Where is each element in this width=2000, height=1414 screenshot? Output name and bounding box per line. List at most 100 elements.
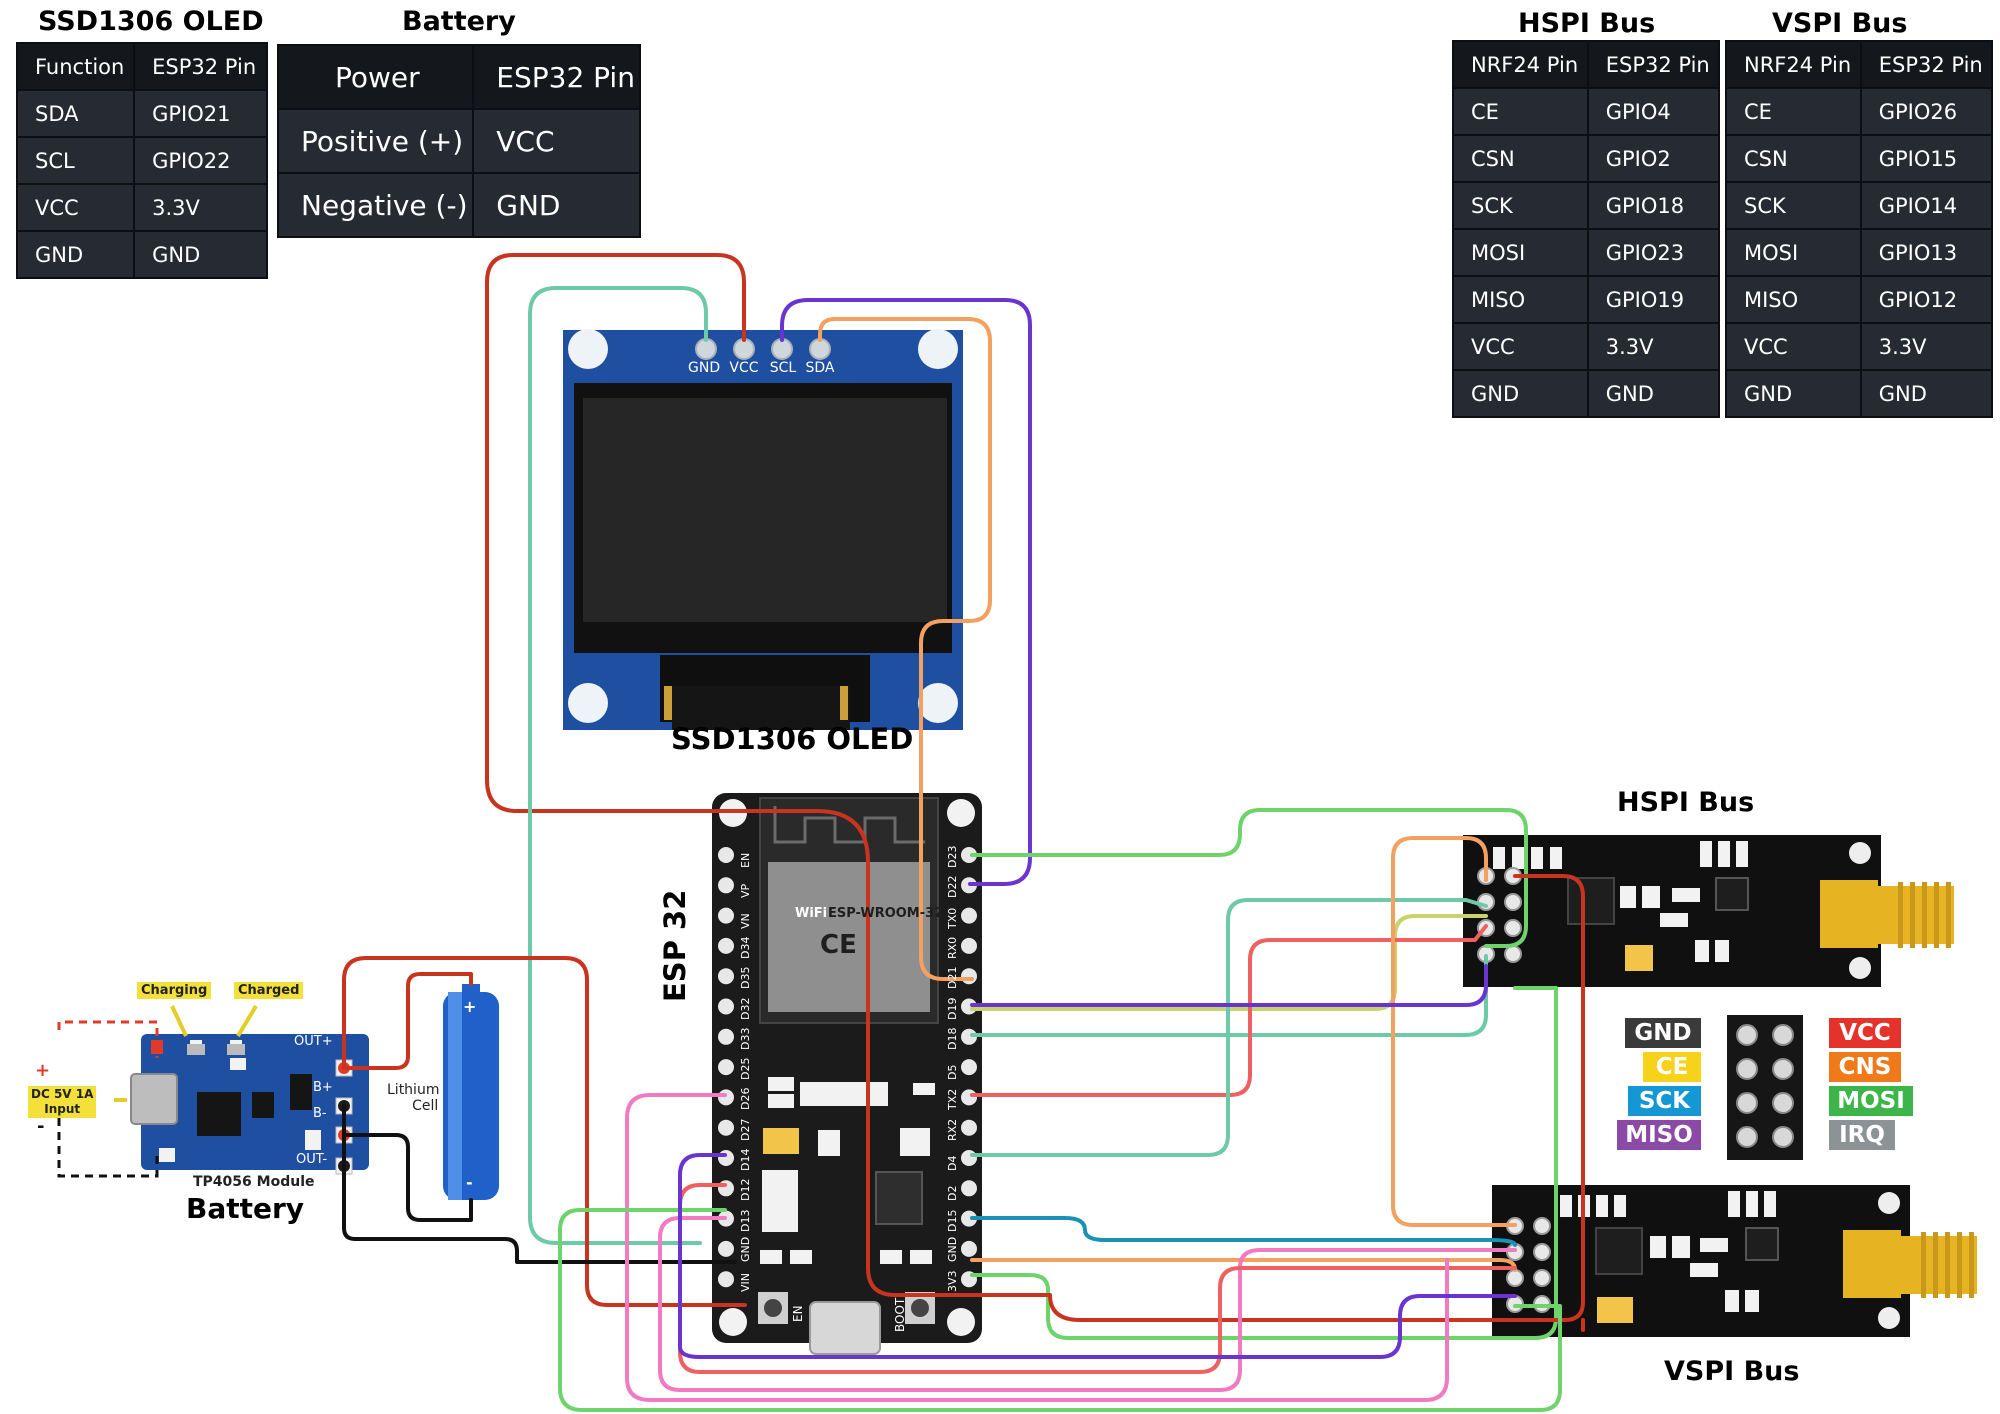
table-cell: SDA	[18, 91, 136, 138]
oled-module	[563, 329, 963, 730]
tp4056-label: TP4056 Module	[193, 1174, 315, 1190]
table-cell: MOSI	[1727, 230, 1862, 277]
esp32-pin-d18	[961, 1028, 977, 1045]
battery-pin-table: Power ESP32 Pin Positive (+)VCC Negative…	[277, 44, 641, 238]
wire-bat-black	[342, 1104, 737, 1264]
esp32-pin-label: D5	[946, 1064, 959, 1081]
table-header-row: Power ESP32 Pin	[279, 46, 639, 110]
esp32-pin-tx0	[961, 907, 977, 924]
esp32-pin-label: D15	[946, 1209, 959, 1232]
oled-mount-hole-tl	[568, 329, 608, 369]
oled-pin-label-scl: SCL	[769, 360, 797, 376]
table-header-row: NRF24 Pin ESP32 Pin	[1727, 42, 1991, 89]
wire-v-gnd	[558, 1208, 1562, 1412]
esp32-pin-d35	[718, 968, 734, 985]
esp32-pin-label: D34	[739, 936, 752, 959]
table-row: Positive (+)VCC	[279, 110, 639, 174]
esp32-pin-label: EN	[739, 852, 752, 868]
table-header: NRF24 Pin	[1727, 42, 1862, 89]
table-cell: GPIO23	[1588, 230, 1718, 277]
esp32-pin-label: GND	[739, 1236, 752, 1262]
nrf-hspi-module	[1463, 835, 1954, 987]
oled-mount-hole-br	[918, 683, 958, 723]
oled-pin-label-gnd: GND	[688, 360, 721, 376]
ce-mark: CE	[820, 930, 857, 960]
wire-h-csn	[970, 924, 1488, 1097]
table-header: NRF24 Pin	[1454, 42, 1589, 89]
esp32-pin-d14	[718, 1150, 734, 1166]
esp32-pin-gnd	[718, 1240, 734, 1257]
legend-gnd: GND	[1625, 1018, 1701, 1048]
table-cell: GPIO26	[1861, 89, 1991, 136]
vspi-module-label: VSPI Bus	[1664, 1356, 1800, 1387]
wire-cell-red	[342, 972, 473, 1070]
esp32-pin-label: D33	[739, 1027, 752, 1050]
nrf-vspi-module	[1492, 1185, 1977, 1337]
esp32-pin-d15	[961, 1210, 977, 1227]
tp4056-module	[57, 1004, 369, 1178]
cell-label-line1: Lithium	[387, 1082, 440, 1098]
esp32-board	[712, 793, 982, 1355]
esp32-pin-rx0	[961, 937, 977, 954]
esp32-pin-label: D23	[946, 845, 959, 868]
legend-connector-pin	[1736, 1126, 1758, 1148]
oled-pin-label-vcc: VCC	[729, 360, 759, 376]
micro-usb-port	[809, 1301, 881, 1355]
table-cell: CSN	[1454, 136, 1589, 183]
esp32-pin-label: D4	[946, 1155, 959, 1171]
hspi-module-label: HSPI Bus	[1617, 787, 1755, 818]
table-cell: GPIO13	[1861, 230, 1991, 277]
dc-minus-sign: -	[37, 1116, 45, 1137]
legend-connector-pin	[1736, 1058, 1758, 1080]
esp32-pin-d12	[718, 1180, 734, 1197]
esp32-pin-label: 3V3	[946, 1270, 959, 1293]
legend-connector-pin	[1772, 1024, 1794, 1046]
legend-ce: CE	[1643, 1052, 1701, 1082]
nrf-hspi-pin	[1504, 945, 1522, 963]
cell-label-line2: Cell	[412, 1098, 439, 1114]
esp32-label: ESP 32	[658, 889, 692, 1002]
b-plus-label: B+	[313, 1080, 333, 1095]
table-cell: SCL	[18, 138, 136, 185]
table-cell: Positive (+)	[279, 110, 475, 174]
table-cell: GPIO15	[1861, 136, 1991, 183]
voltage-regulator	[762, 1170, 798, 1232]
table-cell: 3.3V	[135, 185, 266, 232]
legend-irq: IRQ	[1829, 1120, 1895, 1150]
cell-minus-sign: -	[466, 1173, 473, 1192]
esp32-pin-vn	[718, 907, 734, 924]
oled-pin-label-sda: SDA	[805, 360, 835, 376]
nrf-vspi-pin	[1533, 1243, 1551, 1261]
oled-mount-hole-tr	[918, 329, 958, 369]
hspi-antenna-base	[1820, 880, 1878, 948]
nrf-vspi-pin	[1506, 1269, 1524, 1287]
legend-connector-pin	[1772, 1126, 1794, 1148]
legend-mosi: MOSI	[1829, 1086, 1913, 1116]
wire-oled-vcc	[485, 253, 974, 1297]
esp32-pin-label: D22	[946, 875, 959, 899]
esp32-pin-vp	[718, 877, 734, 894]
nrf-pinout-connector	[1727, 1015, 1803, 1160]
table-cell: VCC	[18, 185, 136, 232]
table-cell: MISO	[1454, 277, 1589, 324]
esp32-pin-d27	[718, 1119, 734, 1136]
table-header: Power	[279, 46, 475, 110]
legend-cns: CNS	[1829, 1052, 1901, 1082]
wroom-shield	[768, 862, 930, 1012]
esp32-pin-d21	[961, 968, 977, 985]
dc-input-label-line1: DC 5V 1A	[31, 1087, 94, 1101]
out-plus-label: OUT+	[294, 1034, 333, 1049]
boot-button-label: BOOT	[893, 1297, 907, 1332]
esp32-pin-d32	[718, 998, 734, 1015]
oled-screen	[583, 398, 947, 622]
table-cell: GND	[1454, 371, 1589, 416]
table-cell: 3.3V	[1861, 324, 1991, 371]
